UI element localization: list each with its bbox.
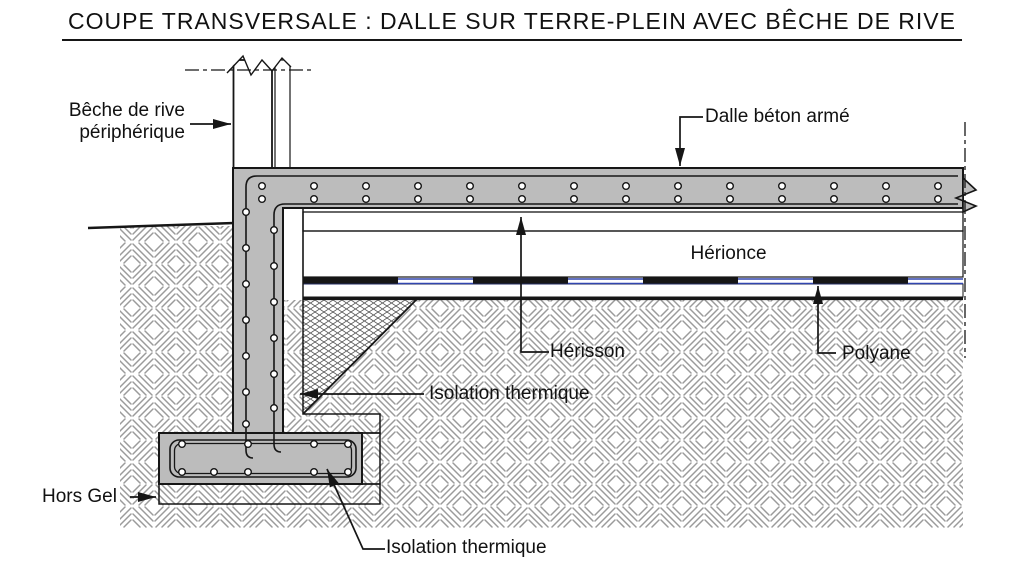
dalle-leader (675, 116, 703, 166)
wall-break-line (226, 54, 292, 77)
ground-line (87, 221, 235, 230)
label-hors-gel: Hors Gel (42, 486, 117, 507)
label-herisson: Hérisson (550, 341, 625, 362)
label-beche-de-rive: Bêche de rive périphérique (55, 100, 185, 144)
rising-wall-render (274, 59, 291, 169)
gravel-layer-label: Hérionce (690, 243, 767, 264)
gravel-layer-label-box: Hérionce (666, 240, 791, 268)
label-isolation-thermique-footing: Isolation thermique (386, 537, 547, 558)
floor-layers (302, 211, 964, 301)
under-slab-insulation-layer (302, 211, 964, 232)
label-polyane: Polyane (842, 343, 911, 364)
rising-wall-insulation (232, 59, 273, 169)
slab-break-symbol (953, 176, 979, 214)
isolation-footing-leader (326, 468, 385, 550)
polyane-film-layer (303, 277, 963, 285)
label-beche-line1: Bêche de rive (68, 100, 185, 121)
herisson-gravel-layer (302, 230, 964, 278)
reinforcement (169, 175, 958, 478)
drawing-title: COUPE TRANSVERSALE : DALLE SUR TERRE-PLE… (62, 8, 962, 41)
herisson-leader (516, 217, 549, 353)
polyane-leader (813, 286, 836, 354)
label-beche-line2: périphérique (79, 122, 185, 143)
label-isolation-thermique-wall: Isolation thermique (429, 383, 590, 404)
sand-layer (302, 283, 964, 298)
leader-lines (130, 116, 836, 550)
wall-above-slab (185, 36, 312, 169)
label-dalle-beton-arme: Dalle béton armé (705, 106, 850, 127)
